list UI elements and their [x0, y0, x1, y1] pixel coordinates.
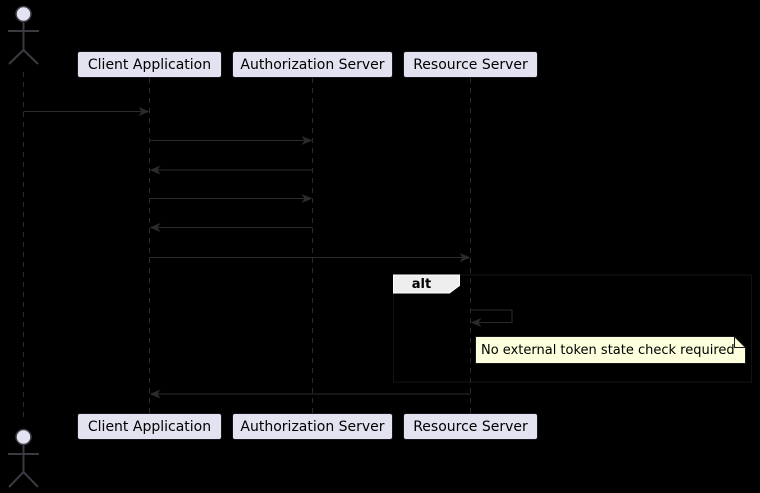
message-arrow-3 — [149, 165, 313, 175]
message-arrow-4 — [149, 194, 313, 203]
message-arrow-2 — [149, 136, 313, 145]
participant-label: Authorization Server — [240, 56, 385, 73]
message-arrow-6 — [149, 253, 471, 262]
note-shape — [475, 336, 746, 364]
actor-icon-bottom — [8, 428, 39, 488]
message-arrow-8 — [149, 389, 471, 399]
participant-authorization-server-top: Authorization Server — [232, 51, 393, 78]
message-arrow-1 — [23, 107, 150, 116]
alt-fragment-border — [393, 274, 752, 383]
participant-resource-server-bottom: Resource Server — [403, 413, 538, 440]
participant-client-application-bottom: Client Application — [77, 413, 222, 440]
actor-icon-top — [8, 5, 39, 65]
participant-label: Resource Server — [413, 418, 528, 435]
message-arrow-self — [470, 309, 513, 327]
note-token-state-text: No external token state check required — [481, 342, 735, 358]
participant-resource-server-top: Resource Server — [403, 51, 538, 78]
participant-label: Authorization Server — [240, 418, 385, 435]
alt-fragment-header — [393, 274, 460, 294]
alt-fragment-operator: alt — [411, 276, 432, 292]
participant-authorization-server-bottom: Authorization Server — [232, 413, 393, 440]
participant-label: Client Application — [87, 56, 212, 73]
participant-client-application-top: Client Application — [77, 51, 222, 78]
message-arrow-5 — [149, 223, 313, 232]
participant-label: Client Application — [87, 418, 212, 435]
participant-label: Resource Server — [413, 56, 528, 73]
